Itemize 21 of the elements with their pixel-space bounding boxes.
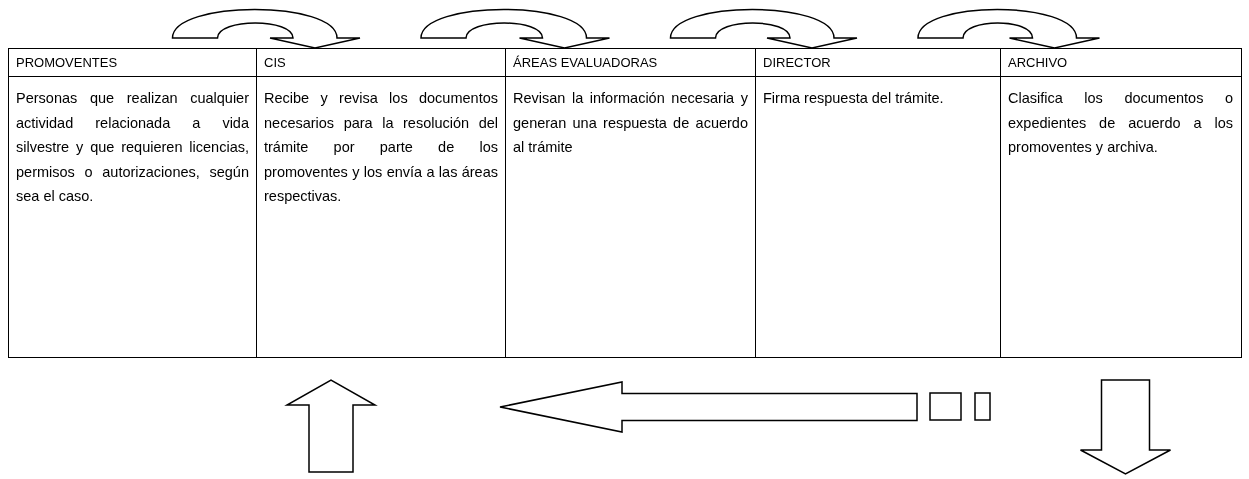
description-text: Firma respuesta del trámite. (762, 89, 945, 108)
column-heading: PROMOVENTES (16, 55, 118, 70)
table-column (755, 48, 1002, 358)
description-text: Recibe y revisa los documentos necesarios para la resolución del trámite por parte de los promoventes y los envía a las áreas respectivas. (263, 89, 499, 206)
table-column (1000, 48, 1242, 358)
table-column (8, 48, 258, 358)
description-text: Clasifica los documentos o expedientes de acuerdo a los promoventes y archiva. (1007, 89, 1234, 157)
column-heading: DIRECTOR (763, 55, 831, 70)
block-arrow (284, 379, 378, 473)
column-heading: ÁREAS EVALUADORAS (513, 55, 658, 70)
column-heading: CIS (264, 55, 286, 70)
block-arrow (420, 8, 611, 49)
column-heading: ARCHIVO (1008, 55, 1068, 70)
block-arrow (1079, 379, 1172, 475)
block-arrow (917, 8, 1101, 49)
description-text: Revisan la información necesaria y generan una respuesta de acuerdo al trámite (512, 89, 749, 157)
block-arrow (669, 8, 858, 49)
block-arrow (171, 8, 361, 49)
table-column (256, 48, 507, 358)
table-column (505, 48, 757, 358)
description-text: Personas que realizan cualquier actividad relacionada a vida silvestre y que requieren licencias, permisos o autorizaciones, según sea el caso. (15, 89, 250, 206)
